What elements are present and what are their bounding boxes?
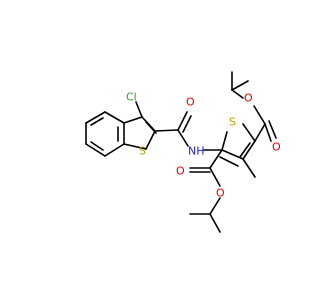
- bond: [268, 120, 277, 139]
- bond: [242, 123, 256, 142]
- atom-labels: Cl S O NH S O O O O: [126, 91, 281, 200]
- molecule-canvas: Cl S O NH S O O O O: [85, 71, 281, 233]
- bond: [177, 129, 189, 147]
- bond: [221, 131, 228, 151]
- structure-diagram: Cl S O NH S O O O O: [85, 71, 281, 233]
- thiophene-sulfur-label: S: [229, 116, 236, 129]
- bond: [145, 130, 156, 150]
- bond: [253, 105, 266, 125]
- bond: [209, 213, 221, 233]
- amide-oxygen-label: O: [186, 96, 195, 109]
- bond: [104, 143, 125, 157]
- bond: [85, 143, 106, 157]
- bond: [242, 140, 256, 160]
- bond: [90, 141, 104, 151]
- bond: [209, 167, 221, 187]
- chlorine-label: Cl: [126, 91, 137, 104]
- ester-top-carbonyl-oxygen-label: O: [272, 141, 281, 154]
- bond: [177, 111, 188, 131]
- amide-nitrogen-label: NH: [188, 145, 205, 158]
- bond: [90, 117, 104, 126]
- bond: [242, 158, 256, 178]
- bond: [123, 143, 147, 150]
- ester-bottom-alkoxy-oxygen-label: O: [216, 187, 225, 200]
- bond: [209, 197, 221, 215]
- ester-top-alkoxy-oxygen-label: O: [244, 92, 253, 105]
- bond: [231, 80, 249, 91]
- bond: [264, 123, 272, 142]
- bond: [154, 129, 179, 132]
- bond: [135, 101, 143, 118]
- bond: [123, 116, 143, 124]
- bond: [209, 149, 223, 169]
- bond: [104, 111, 125, 124]
- bond: [221, 149, 244, 160]
- bond: [239, 142, 251, 158]
- bond: [231, 89, 244, 99]
- bond: [85, 111, 106, 124]
- bond: [182, 115, 192, 133]
- bonds: [85, 71, 277, 233]
- ester-bottom-carbonyl-oxygen-label: O: [176, 165, 185, 178]
- benzothiophene-sulfur-label: S: [139, 145, 146, 158]
- bond: [254, 123, 266, 142]
- bond: [219, 156, 239, 167]
